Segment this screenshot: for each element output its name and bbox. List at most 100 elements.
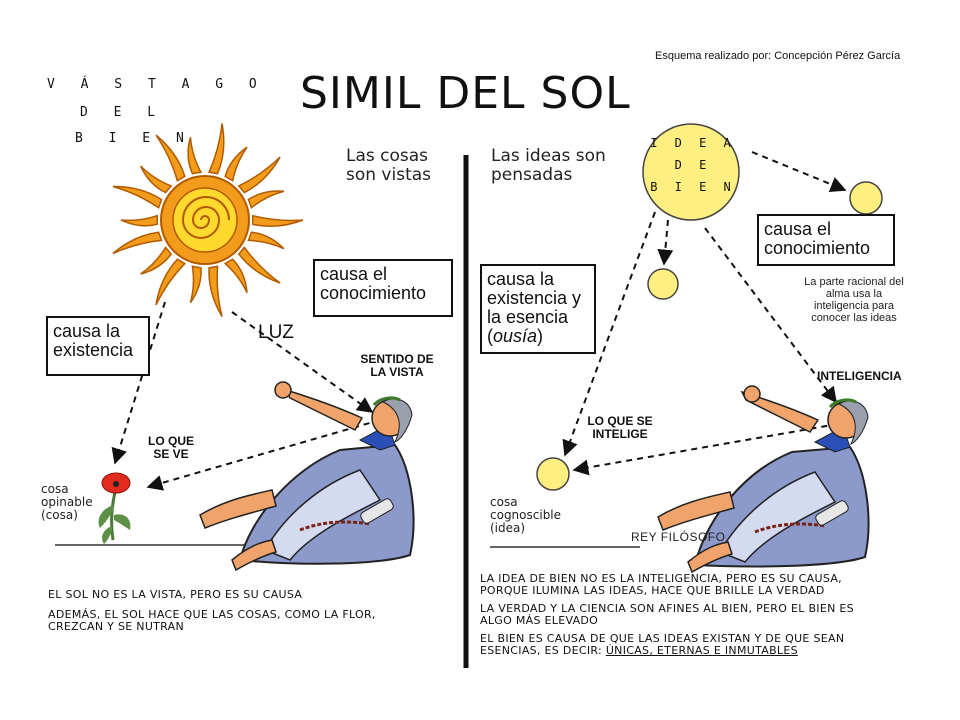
right-heading: Las ideas son pensadas bbox=[491, 147, 606, 185]
left-note-1: EL SOL NO ES LA VISTA, PERO ES SU CAUSA bbox=[48, 588, 303, 601]
box-causa-conocimiento-right-line-1: causa el bbox=[764, 219, 832, 239]
cosa-cognoscible-circle bbox=[536, 457, 570, 491]
vastago-line-1: V Á S T A G O bbox=[47, 77, 266, 92]
parte-racional-line-1: La parte racional del bbox=[804, 276, 904, 288]
lo-que-se-ve-line-1: LO QUE bbox=[147, 434, 194, 448]
sentido-vista-line-1: SENTIDO DE bbox=[360, 352, 434, 366]
left-heading-line-1: Las cosas bbox=[346, 146, 429, 166]
sun-ray bbox=[237, 246, 281, 284]
idea-de-bien-line-3: B I E N bbox=[650, 180, 736, 194]
left-notes: EL SOL NO ES LA VISTA, PERO ES SU CAUSA … bbox=[48, 589, 458, 633]
cosa-cognoscible-line-1: cosa bbox=[490, 495, 518, 509]
right-note-4: ALGO MÁS ELEVADO bbox=[480, 614, 599, 627]
parte-racional-line-4: conocer las ideas bbox=[811, 312, 897, 324]
idea-circle-top-right bbox=[849, 181, 883, 215]
lo-que-se-intelige-line-1: LO QUE SE bbox=[587, 414, 653, 428]
cosa-cognoscible-label: cosa cognoscible (idea) bbox=[490, 496, 561, 535]
cosa-opinable-line-2: opinable bbox=[41, 495, 93, 509]
ousia-open-paren: ( bbox=[487, 326, 493, 346]
right-note-6-underlined: ÚNICAS, ETERNAS E INMUTABLES bbox=[605, 644, 798, 657]
idea-de-bien-circle bbox=[642, 123, 740, 221]
sun-ray bbox=[112, 185, 163, 209]
arrow-eye-to-flower bbox=[146, 419, 381, 491]
sun-ray bbox=[189, 265, 202, 304]
box-existencia-line-4: (ousía) bbox=[487, 327, 589, 346]
lo-que-se-intelige-line-2: INTELIGE bbox=[592, 427, 648, 441]
idea-de-bien-label: I D E A D E B I E N bbox=[645, 136, 741, 194]
lo-que-se-ve-label: LO QUE SE VE bbox=[143, 435, 199, 461]
sun-ray bbox=[247, 190, 285, 209]
sun-ray bbox=[112, 231, 163, 255]
sun-icon bbox=[112, 123, 304, 317]
box-causa-conocimiento-right-line-2: conocimiento bbox=[764, 238, 871, 258]
arrow-bien-to-inteligencia bbox=[704, 227, 837, 404]
right-note-5: EL BIEN ES CAUSA DE QUE LAS IDEAS EXISTA… bbox=[480, 632, 845, 645]
vastago-line-2: D E L bbox=[80, 105, 165, 120]
box-causa-conocimiento-left-line-1: causa el bbox=[320, 264, 388, 284]
parte-racional-line-3: inteligencia para bbox=[813, 300, 895, 312]
ousia-close-paren: ) bbox=[537, 326, 544, 346]
page-title: SIMIL DEL SOL bbox=[300, 68, 631, 119]
right-heading-line-2: pensadas bbox=[491, 165, 573, 185]
arrow-inteligencia-to-cosa bbox=[572, 423, 839, 476]
box-causa-conocimiento-right: causa el conocimiento bbox=[757, 214, 895, 266]
left-note-2: ADEMÁS, EL SOL HACE QUE LAS COSAS, COMO … bbox=[48, 608, 376, 621]
sun-ray bbox=[139, 165, 173, 194]
vastago-line-3: B I E N bbox=[75, 131, 193, 146]
philosopher-figure-left bbox=[199, 381, 415, 572]
sun-ray bbox=[187, 137, 203, 175]
philosopher-figure-right bbox=[657, 385, 870, 574]
right-heading-line-1: Las ideas son bbox=[491, 146, 606, 166]
cosa-opinable-label: cosa opinable (cosa) bbox=[41, 483, 93, 522]
sun-ray bbox=[208, 265, 223, 317]
sentido-vista-label: SENTIDO DE LA VISTA bbox=[357, 353, 437, 379]
sun-ray bbox=[252, 214, 304, 228]
box-causa-conocimiento-left: causa el conocimiento bbox=[313, 259, 453, 317]
right-note-2: PORQUE ILUMINA LAS IDEAS, HACE QUE BRILL… bbox=[480, 584, 825, 597]
cosa-cognoscible-line-3: (idea) bbox=[490, 521, 526, 535]
sentido-vista-line-2: LA VISTA bbox=[370, 365, 424, 379]
arrow-bien-to-idea-middle bbox=[657, 219, 674, 266]
rey-filosofo-label: REY FILÓSOFO bbox=[631, 530, 726, 544]
right-note-3: LA VERDAD Y LA CIENCIA SON AFINES AL BIE… bbox=[480, 602, 854, 615]
lo-que-se-intelige-label: LO QUE SE INTELIGE bbox=[580, 415, 660, 441]
box-existencia-esencia: causa la existencia y la esencia (ousía) bbox=[480, 264, 596, 354]
box-existencia-line-1: causa la bbox=[487, 269, 555, 289]
sun-ray bbox=[140, 246, 173, 275]
inteligencia-label: INTELIGENCIA bbox=[817, 369, 902, 383]
arrow-sun-to-eye bbox=[231, 311, 374, 413]
sun-ray bbox=[155, 134, 186, 182]
poppy-flower-icon bbox=[98, 472, 131, 544]
author-credit: Esquema realizado por: Concepción Pérez … bbox=[655, 50, 901, 62]
cosa-opinable-line-1: cosa bbox=[41, 482, 69, 496]
left-heading-line-2: son vistas bbox=[346, 165, 432, 185]
right-note-6-text: ESENCIAS, ES DECIR: bbox=[480, 644, 606, 657]
box-causa-existencia-left-line-1: causa la bbox=[53, 321, 121, 341]
sun-ray bbox=[207, 123, 225, 175]
arrow-bien-to-idea-top bbox=[751, 151, 847, 192]
parte-racional-line-2: alma usa la bbox=[825, 288, 883, 300]
sun-ray bbox=[120, 214, 158, 227]
sun-ray bbox=[224, 146, 248, 182]
cosa-cognoscible-line-2: cognoscible bbox=[490, 508, 562, 522]
sun-ray bbox=[155, 258, 187, 306]
box-causa-existencia-left: causa la existencia bbox=[46, 316, 150, 376]
cosa-opinable-line-3: (cosa) bbox=[41, 508, 78, 522]
right-note-1: LA IDEA DE BIEN NO ES LA INTELIGENCIA, P… bbox=[480, 572, 842, 585]
box-existencia-line-3: la esencia bbox=[487, 307, 569, 327]
idea-de-bien-line-2: D E bbox=[674, 158, 712, 172]
right-notes: LA IDEA DE BIEN NO ES LA INTELIGENCIA, P… bbox=[480, 573, 930, 657]
sun-ray bbox=[223, 258, 248, 294]
sun-ray bbox=[247, 231, 285, 250]
ousia-word: ousía bbox=[493, 326, 538, 346]
left-note-3: CREZCAN Y SE NUTRAN bbox=[48, 620, 185, 633]
lo-que-se-ve-line-2: SE VE bbox=[153, 447, 189, 461]
box-existencia-line-2: existencia y bbox=[487, 288, 582, 308]
sun-ray bbox=[237, 156, 281, 194]
left-heading: Las cosas son vistas bbox=[346, 147, 431, 185]
luz-label: LUZ bbox=[258, 322, 294, 343]
box-causa-existencia-left-line-2: existencia bbox=[53, 340, 134, 360]
parte-racional-note: La parte racional del alma usa la inteli… bbox=[789, 276, 919, 324]
box-causa-conocimiento-left-line-2: conocimiento bbox=[320, 283, 427, 303]
